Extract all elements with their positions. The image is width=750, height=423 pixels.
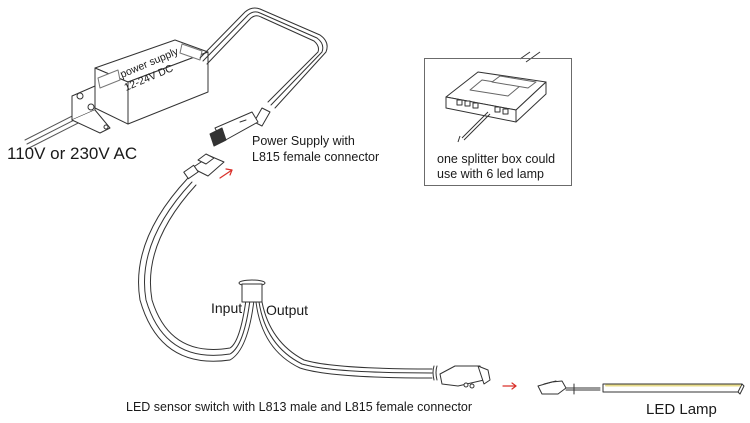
- led-lamp-label: LED Lamp: [646, 401, 717, 418]
- ps-connector-label-line1: Power Supply with: [252, 134, 355, 148]
- splitter-box-illustration: [445, 51, 547, 143]
- power-supply-cable: [199, 7, 328, 109]
- sensor-output-label: Output: [266, 302, 309, 318]
- ac-input-label: 110V or 230V AC: [7, 144, 138, 163]
- sensor-switch-body: [238, 279, 266, 303]
- splitter-caption: one splitter box could use with 6 led la…: [437, 152, 555, 182]
- sensor-switch-caption: LED sensor switch with L813 male and L81…: [126, 400, 473, 414]
- connect-arrow-2: [502, 382, 517, 390]
- ps-connector-label-line2: L815 female connector: [252, 150, 380, 164]
- led-lamp-connector: [537, 380, 601, 395]
- sensor-input-cable: [138, 177, 255, 362]
- sensor-male-connector: [183, 153, 225, 180]
- splitter-info-box: [424, 58, 572, 186]
- splitter-caption-line1: one splitter box could: [437, 152, 556, 166]
- sensor-output-cable: [255, 301, 438, 381]
- sensor-input-label: Input: [211, 300, 243, 316]
- ps-female-connector: [209, 107, 271, 147]
- ps-connector-label: Power Supply with L815 female connector: [252, 133, 379, 165]
- led-lamp-strip: [602, 383, 745, 395]
- connect-arrow-1: [219, 168, 233, 179]
- power-supply-unit: [71, 39, 209, 134]
- sensor-female-connector: [439, 365, 491, 389]
- splitter-caption-line2: use with 6 led lamp: [437, 167, 545, 181]
